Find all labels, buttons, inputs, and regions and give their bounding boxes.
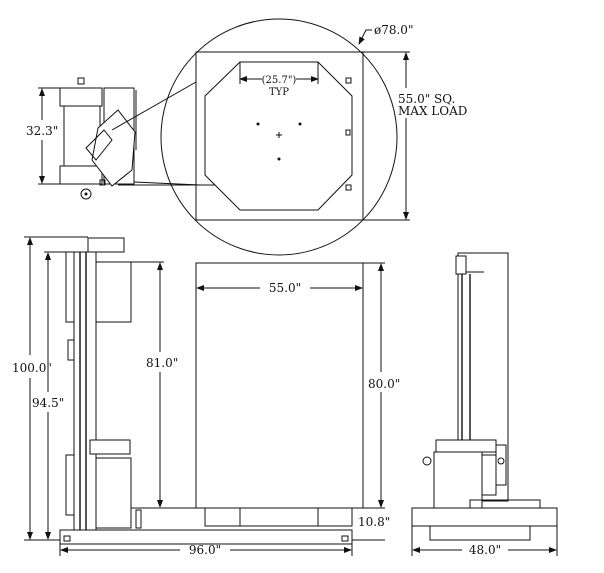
turntable-front: [204, 507, 353, 527]
overall-height-dimension: 100.0": [12, 361, 52, 375]
load-width-dimension: 55.0": [269, 281, 301, 295]
overall-width-dimension: 48.0": [469, 543, 501, 557]
machine-depth-dimension: 32.3": [26, 124, 58, 138]
mast-height-dimension: 94.5": [32, 396, 64, 410]
wrap-height-dimension: 81.0": [146, 356, 178, 370]
octagon-typ-note: TYP: [269, 87, 289, 98]
top-view: (25.7") TYP ø78.0" 55.0" SQ. MAX LOAD: [26, 18, 467, 256]
turntable-diameter-label: ø78.0": [374, 23, 413, 37]
front-view: 100.0" 94.5" 81.0" 55.0" 80.0" 10.8" 96.…: [12, 236, 400, 557]
machine-front-view: [65, 237, 205, 531]
overall-length-dimension: 96.0": [189, 543, 221, 557]
load-square: [195, 51, 364, 221]
turntable-circle: [160, 18, 398, 256]
turntable-height-dimension: 10.8": [358, 515, 390, 529]
turntable-octagon: [204, 61, 353, 211]
machine-top-view: [59, 77, 215, 200]
load-box: [195, 262, 364, 509]
load-height-dimension: 80.0": [368, 377, 400, 391]
side-base: [411, 507, 558, 527]
load-square-dimension: 55.0" SQ.: [398, 92, 455, 106]
max-load-label: MAX LOAD: [398, 104, 467, 118]
octagon-side-dimension: (25.7"): [262, 75, 297, 86]
base-frame: [59, 529, 353, 545]
side-view: 48.0": [411, 252, 558, 557]
